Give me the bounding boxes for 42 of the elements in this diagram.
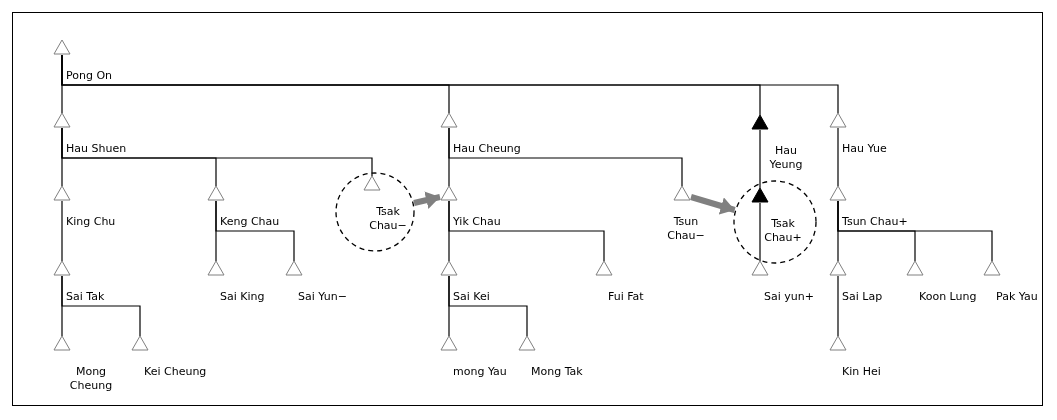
person-name: Sai Lap — [842, 290, 883, 304]
person-name: Sai King — [220, 290, 265, 304]
kinship-line — [759, 129, 761, 189]
person-name: Tsak Chau− — [368, 205, 408, 233]
person-name: Yik Chau — [453, 215, 501, 229]
person-name: Tsak Chau+ — [763, 217, 803, 245]
kinship-line — [61, 200, 63, 262]
person-name: Tsun Chau− — [666, 215, 706, 243]
person-name: Hau Cheung — [453, 142, 521, 156]
person-name: Pong On — [66, 69, 113, 83]
kinship-line — [448, 200, 605, 262]
person-name: Tsun Chau+ — [842, 215, 908, 229]
person-name: Hau Shuen — [66, 142, 127, 156]
kinship-line — [448, 127, 683, 187]
person-name: King Chu — [66, 215, 116, 229]
kinship-line — [61, 275, 141, 337]
person-name: Kei Cheung — [144, 365, 207, 379]
person-name: Kin Hei — [842, 365, 881, 379]
arrow — [413, 191, 441, 209]
kinship-line — [837, 127, 839, 187]
person-name: Fui Fat — [608, 290, 644, 304]
dashed-circle — [335, 172, 415, 252]
arrow — [690, 194, 736, 215]
person-name: mong Yau — [453, 365, 507, 379]
person-name: Sai yun+ — [764, 290, 814, 304]
person-name: Mong Cheung — [68, 365, 114, 393]
kinship-line — [215, 200, 295, 262]
person-name: Sai Yun− — [298, 290, 347, 304]
kinship-line — [448, 275, 528, 337]
kinship-line — [837, 200, 993, 262]
person-name: Pak Yau — [996, 290, 1038, 304]
dashed-circle — [733, 180, 817, 264]
person-name: Mong Tak — [531, 365, 583, 379]
kinship-line — [837, 275, 839, 337]
kinship-line — [61, 127, 373, 177]
kinship-line — [759, 202, 761, 262]
person-name: Sai Kei — [453, 290, 490, 304]
person-name: Hau Yue — [842, 142, 887, 156]
person-name: Hau Yeung — [768, 144, 804, 172]
person-name: Sai Tak — [66, 290, 105, 304]
person-name: Keng Chau — [220, 215, 280, 229]
person-name: Koon Lung — [919, 290, 977, 304]
